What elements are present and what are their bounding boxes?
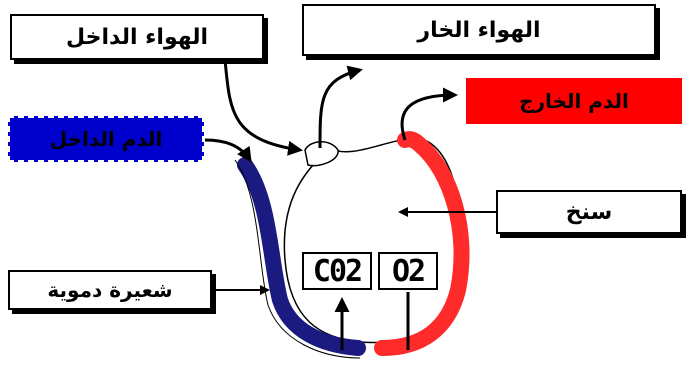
capillary-red-segment xyxy=(374,131,470,356)
label-capillary: شعيرة دموية xyxy=(8,270,212,310)
air-out-arrow xyxy=(318,65,363,149)
blood-in-arrow xyxy=(204,138,252,163)
label-alveolus: سنخ xyxy=(496,190,682,234)
blood-out-arrow xyxy=(400,87,458,141)
label-air-in: الهواء الداخل xyxy=(10,14,264,60)
label-air-out: الهواء الخار xyxy=(302,4,656,56)
gas-o2-box: O2 xyxy=(378,252,438,290)
label-blood-in: الدم الداخل xyxy=(8,116,204,162)
alveolus-neck xyxy=(304,141,339,167)
gas-co2-box: C02 xyxy=(302,252,372,290)
capillary-blue-segment xyxy=(237,157,366,356)
capillary-blue-edge xyxy=(234,159,361,359)
label-blood-out: الدم الخارج xyxy=(466,78,682,124)
air-in-arrow xyxy=(223,59,303,156)
